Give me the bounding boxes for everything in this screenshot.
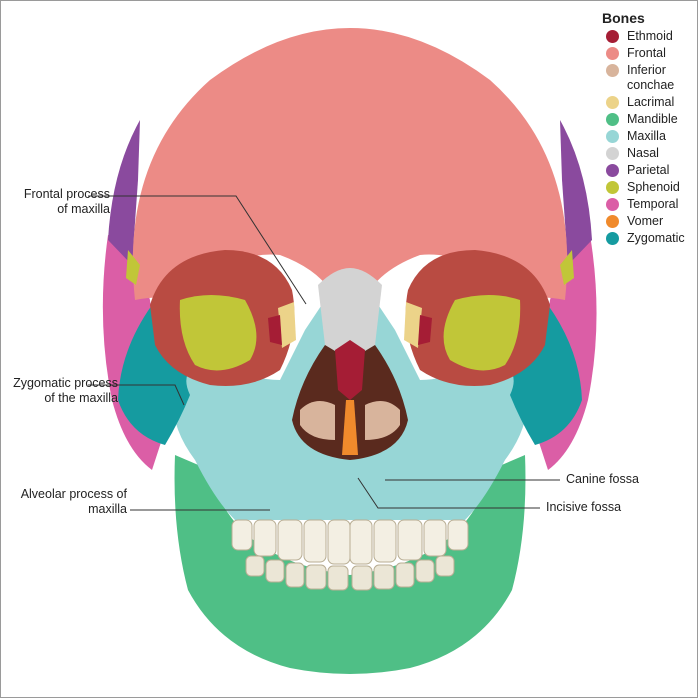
legend-title: Bones — [602, 10, 645, 26]
legend-item-parietal: Parietal — [600, 163, 698, 178]
sphenoid-bone-right — [560, 250, 574, 285]
legend-label: Vomer — [627, 214, 664, 228]
vomer-bone — [342, 400, 358, 455]
legend-item-maxilla: Maxilla — [600, 129, 698, 144]
legend-item-lacrimal: Lacrimal — [600, 95, 698, 110]
ethmoid-nasal — [335, 340, 365, 400]
legend-item-inferior-conchae: Inferior conchae — [600, 63, 698, 93]
leader-lines — [88, 195, 560, 511]
parietal-bone-right — [560, 120, 592, 265]
leader-zygomatic-process — [88, 384, 185, 406]
ethmoid-orbital-left — [268, 315, 282, 345]
lacrimal-bone-left — [278, 302, 296, 348]
legend-swatch — [606, 164, 619, 177]
sphenoid-orbital-right — [443, 295, 521, 371]
inferior-conchae-left — [300, 401, 335, 440]
legend-label: Parietal — [627, 163, 670, 177]
legend-label: Lacrimal — [627, 95, 675, 109]
parietal-bone-left — [108, 120, 140, 265]
nasal-bone — [318, 268, 382, 360]
label-alveolar-process: Alveolar process of maxilla — [20, 487, 127, 516]
legend-label: Nasal — [627, 146, 659, 160]
inferior-conchae-right — [365, 401, 400, 440]
legend-item-vomer: Vomer — [600, 214, 698, 229]
legend-item-temporal: Temporal — [600, 197, 698, 212]
legend-swatch — [606, 113, 619, 126]
legend-label: Inferior conchae — [627, 63, 675, 92]
legend-label: Sphenoid — [627, 180, 680, 194]
upper-teeth — [231, 519, 469, 565]
leader-incisive-fossa — [357, 477, 540, 509]
legend-label: Frontal — [627, 46, 666, 60]
lower-teeth — [245, 555, 455, 591]
legend-label: Zygomatic — [627, 231, 685, 245]
ethmoid-orbital-right — [418, 315, 432, 345]
legend-swatch — [606, 130, 619, 143]
legend-swatch — [606, 47, 619, 60]
label-frontal-process: Frontal process of maxilla — [23, 187, 110, 216]
legend-item-sphenoid: Sphenoid — [600, 180, 698, 195]
legend-item-zygomatic: Zygomatic — [600, 231, 698, 246]
legend-swatch — [606, 96, 619, 109]
legend-swatch — [606, 198, 619, 211]
label-canine-fossa: Canine fossa — [566, 472, 639, 486]
mandible-bone — [174, 455, 526, 674]
legend-label: Mandible — [627, 112, 678, 126]
leader-frontal-process — [88, 195, 307, 305]
legend-swatch — [606, 64, 619, 77]
sphenoid-orbital-left — [179, 295, 257, 371]
legend-item-nasal: Nasal — [600, 146, 698, 161]
lacrimal-bone-right — [404, 302, 422, 348]
legend-label: Temporal — [627, 197, 679, 211]
legend-item-mandible: Mandible — [600, 112, 698, 127]
legend-label: Ethmoid — [627, 29, 673, 43]
label-zygomatic-process: Zygomatic process of the maxilla — [13, 376, 118, 405]
legend-swatch — [606, 232, 619, 245]
frontal-bone — [132, 28, 568, 300]
legend-swatch — [606, 215, 619, 228]
legend-item-ethmoid: Ethmoid — [600, 29, 698, 44]
sphenoid-bone-left — [126, 250, 140, 285]
legend-label: Maxilla — [627, 129, 666, 143]
legend-swatch — [606, 181, 619, 194]
legend-swatch — [606, 147, 619, 160]
legend-swatch — [606, 30, 619, 43]
label-incisive-fossa: Incisive fossa — [546, 500, 622, 514]
legend-item-frontal: Frontal — [600, 46, 698, 61]
